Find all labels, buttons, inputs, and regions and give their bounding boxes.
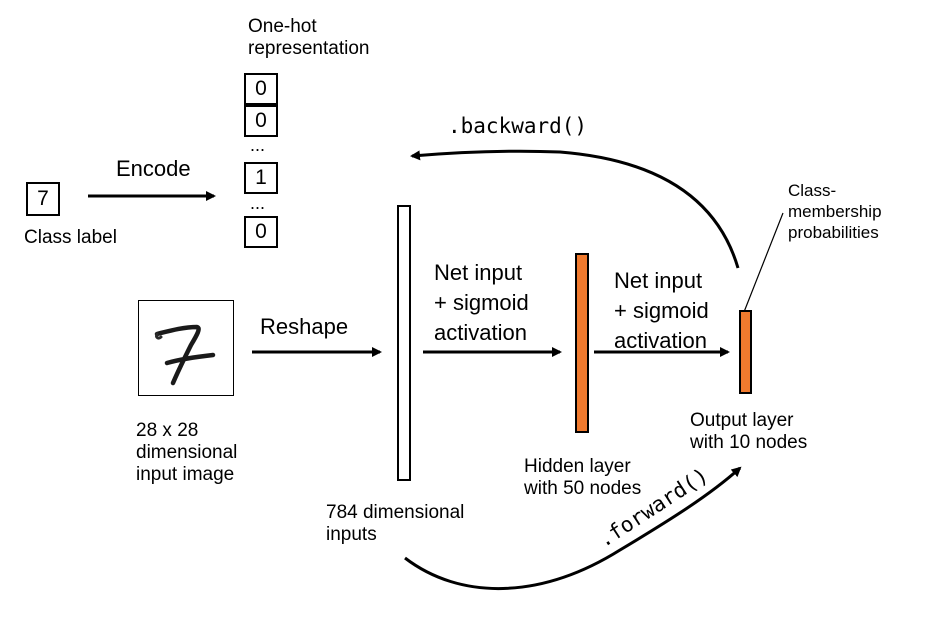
input-image-caption-line2: dimensional — [136, 442, 238, 463]
input-image-caption-line3: input image — [136, 464, 235, 485]
onehot-title: One-hot representation — [248, 16, 369, 60]
probabilities-pointer — [743, 212, 784, 313]
hidden-layer-caption-line1: Hidden layer — [524, 456, 631, 477]
output-edge-line3: activation — [614, 328, 707, 353]
onehot-title-line2: representation — [248, 38, 370, 59]
encode-label: Encode — [116, 156, 191, 181]
backward-curve — [410, 149, 740, 269]
input-image-caption: 28 x 28 dimensional input image — [136, 420, 237, 486]
output-layer-bar — [739, 310, 752, 394]
input-layer-caption: 784 dimensional inputs — [326, 502, 464, 546]
input-layer-bar — [397, 205, 411, 481]
probabilities-caption-line3: probabilities — [788, 223, 879, 242]
onehot-ellipsis: ... — [250, 135, 266, 155]
hidden-edge-line2: + sigmoid — [434, 290, 529, 315]
onehot-cell: 0 — [244, 216, 278, 248]
class-label-box: 7 — [26, 182, 60, 216]
output-edge-label: Net input + sigmoid activation — [614, 266, 709, 356]
probabilities-caption: Class- membership probabilities — [788, 180, 882, 243]
probabilities-caption-line2: membership — [788, 202, 882, 221]
hidden-layer-caption: Hidden layer with 50 nodes — [524, 456, 641, 500]
output-layer-caption-line2: with 10 nodes — [690, 432, 808, 453]
input-image-thumbnail — [138, 300, 234, 396]
hidden-edge-line1: Net input — [434, 260, 523, 285]
hidden-edge-line3: activation — [434, 320, 527, 345]
output-edge-line1: Net input — [614, 268, 703, 293]
reshape-label: Reshape — [260, 314, 349, 339]
handwritten-seven-image — [154, 324, 216, 386]
output-layer-caption: Output layer with 10 nodes — [690, 410, 807, 454]
output-layer-caption-line1: Output layer — [690, 410, 794, 431]
hidden-layer-bar — [575, 253, 589, 433]
onehot-title-line1: One-hot — [248, 16, 317, 37]
onehot-cell: 0 — [244, 73, 278, 105]
hidden-layer-caption-line2: with 50 nodes — [524, 478, 642, 499]
onehot-cell: 1 — [244, 162, 278, 194]
forward-curve — [404, 466, 742, 590]
input-image-caption-line1: 28 x 28 — [136, 420, 199, 441]
backward-label: .backward() — [448, 114, 588, 138]
onehot-ellipsis: ... — [250, 193, 266, 213]
class-label-caption: Class label — [24, 227, 117, 248]
onehot-cell: 0 — [244, 105, 278, 137]
probabilities-caption-line1: Class- — [788, 181, 837, 200]
input-layer-caption-line2: inputs — [326, 524, 377, 545]
input-layer-caption-line1: 784 dimensional — [326, 502, 465, 523]
output-edge-line2: + sigmoid — [614, 298, 709, 323]
hidden-edge-label: Net input + sigmoid activation — [434, 258, 529, 348]
